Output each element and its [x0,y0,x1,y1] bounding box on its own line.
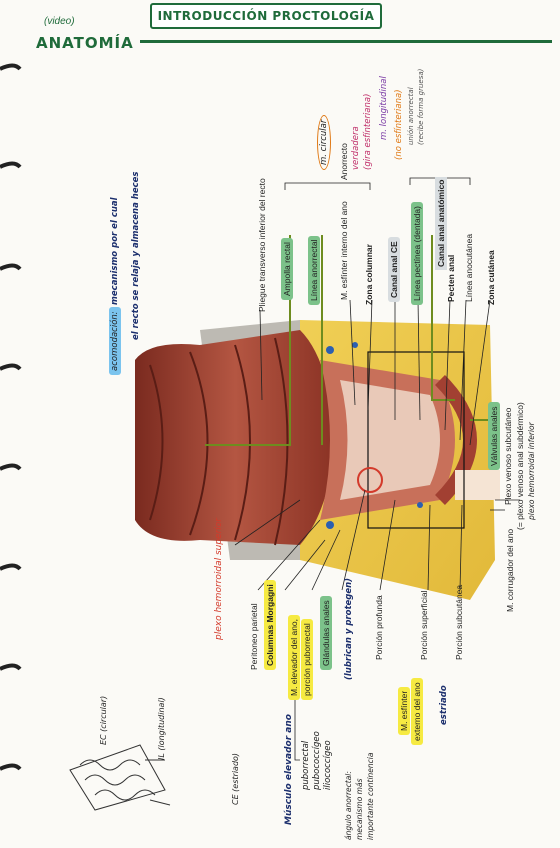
label-angulo-1: ángulo anorrectal: [344,771,353,840]
video-tag: (video) [44,16,75,27]
label-estriado: estriado [439,685,449,725]
sketch-il: IL (longitudinal) [157,697,166,760]
label-linea-anocutanea: Línea anocutánea [464,233,474,302]
label-pubo2: pubococcígeo [312,731,322,790]
label-plexo-sub-3: plexo hemorroidal inferior [527,422,536,520]
label-pecten: Pecten anal [446,254,456,302]
header-underline [140,40,552,43]
label-superficial: Porción superficial [419,590,429,660]
sketch-ce: CE (estriado) [231,752,240,805]
label-musculo-elevador: Músculo elevador ano [284,714,294,825]
label-plexo-sub-1: Plexo venoso subcutáneo [503,407,513,505]
label-pliegue: Pliegue transverso inferior del recto [257,178,267,312]
label-zona-cutanea: Zona cutánea [486,250,496,305]
label-canal-ce: Canal anal CE [388,237,400,302]
page-title: INTRODUCCIÓN PROCTOLOGÍA [157,9,375,23]
glandulas-note: (lubrican y protegen) [344,577,354,680]
label-m-circular: m. circular [317,114,331,170]
label-esfinter-ext-2: externo del ano [411,678,423,745]
title-box: INTRODUCCIÓN PROCTOLOGÍA [150,3,382,29]
label-anorrecto: Anorrecto [339,143,349,180]
label-profunda: Porción profunda [374,595,384,660]
label-angulo-3: importante continencia [366,752,375,840]
label-peritoneo: Peritoneo parietal [249,603,259,670]
acomodacion-desc-2: el recto se relaja y almacena heces [131,171,141,340]
label-corrugador: M. corrugador del ano [505,528,515,612]
label-linea-anorrectal: Línea anorrectal [308,235,320,305]
label-puborrectal: porción puborrectal [301,619,313,700]
label-angulo-2: mecanismo más [355,778,364,840]
sketch-ec: EC (circular) [99,695,108,745]
label-ampolla: Ampolla rectal [281,238,293,300]
section-heading: ANATOMÍA [36,34,134,52]
label-columnas: Columnas Morgagni [264,580,276,670]
label-plexo-superior: plexo hemorroidal superior [214,517,224,640]
label-glandulas: Glándulas anales [320,596,332,670]
union-note-2: (recibe forma gruesa) [417,68,425,145]
longitudinal-note: (no esfínteriana) [394,89,404,160]
union-note-1: unión anorrectal [407,87,415,145]
label-pubo3: iliococcígeo [323,740,333,790]
acomodacion-desc-1: mecanismo por el cual [110,197,120,305]
label-pubo1: puborrectal [301,740,311,790]
label-plexo-sub-2: (= plexo venoso anal subdérmico) [515,402,525,530]
label-zona-columnar: Zona columnar [364,244,374,305]
circular-note-1: verdadera [351,126,361,170]
circular-note-2: (gira esfínteriana) [363,93,373,170]
label-esfinter-ext-1: M. esfínter [398,686,410,735]
label-linea-pectinea: Línea pectínea (dentada) [411,202,423,305]
label-esfinter-interno: M. esfínter interno del ano [339,201,349,300]
label-acomodacion: acomodación: [109,307,121,375]
label-valvulas: Válvulas anales [488,402,500,470]
label-elevador: M. elevador del ano, [288,614,300,700]
label-subcutanea: Porción subcutánea [454,584,464,660]
label-m-longitudinal: m. longitudinal [379,76,389,140]
